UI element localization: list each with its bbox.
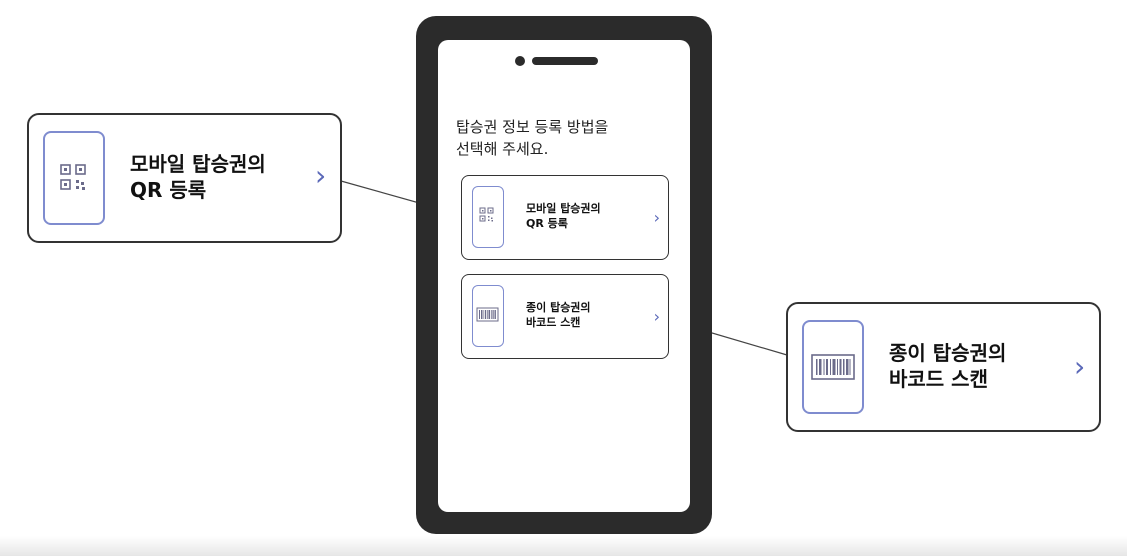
qr-register-option[interactable]: 모바일 탑승권의 QR 등록 › bbox=[461, 175, 669, 260]
barcode-scan-option[interactable]: 종이 탑승권의 바코드 스캔 › bbox=[461, 274, 669, 359]
chevron-right-icon: › bbox=[653, 307, 660, 326]
qr-code-icon bbox=[472, 186, 504, 248]
phone-mockup: 탑승권 정보 등록 방법을 선택해 주세요. bbox=[416, 16, 712, 534]
phone-screen: 탑승권 정보 등록 방법을 선택해 주세요. bbox=[438, 40, 690, 512]
speaker-slot bbox=[532, 57, 598, 65]
qr-register-callout[interactable]: 모바일 탑승권의 QR 등록 › bbox=[27, 113, 342, 243]
chevron-right-icon: › bbox=[1074, 350, 1086, 383]
barcode-icon bbox=[472, 285, 504, 347]
barcode-icon bbox=[802, 320, 864, 414]
phone-prompt: 탑승권 정보 등록 방법을 선택해 주세요. bbox=[456, 118, 609, 158]
qr-register-label: 모바일 탑승권의 QR 등록 bbox=[130, 152, 266, 202]
barcode-scan-label: 종이 탑승권의 바코드 스캔 bbox=[889, 341, 1007, 391]
qr-code-icon bbox=[43, 131, 105, 225]
barcode-scan-callout[interactable]: 종이 탑승권의 바코드 스캔 › bbox=[786, 302, 1101, 432]
chevron-right-icon: › bbox=[315, 159, 327, 192]
chevron-right-icon: › bbox=[653, 208, 660, 227]
camera-dot bbox=[515, 56, 525, 66]
qr-register-label: 모바일 탑승권의 QR 등록 bbox=[526, 202, 601, 230]
barcode-scan-label: 종이 탑승권의 바코드 스캔 bbox=[526, 301, 591, 329]
bottom-shadow bbox=[0, 536, 1127, 556]
